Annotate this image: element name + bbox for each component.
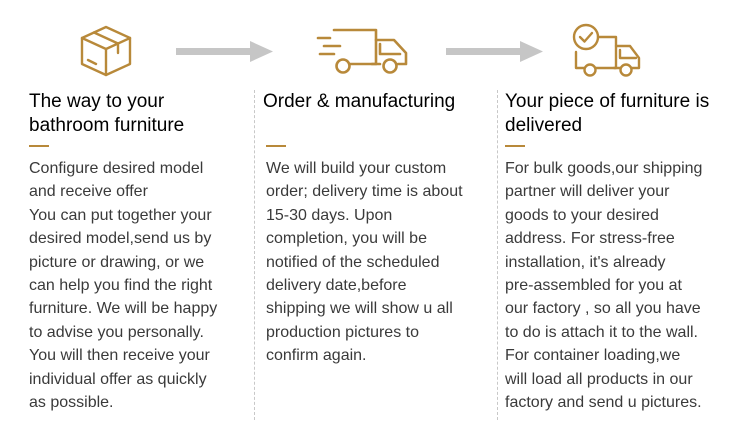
box-icon [80, 25, 132, 77]
arrow-right-icon [176, 41, 273, 62]
step-title: Order & manufacturing [263, 91, 456, 112]
step-column-3: Your piece of furniture is delivered For… [505, 90, 745, 411]
delivered-truck-check-icon [572, 23, 641, 77]
step-title: The way to your bathroom furniture [29, 91, 185, 136]
accent-rule [505, 145, 525, 147]
accent-rule [266, 145, 286, 147]
step-description: For bulk goods,our shipping partner will… [505, 160, 703, 412]
step-description: Configure desired model and receive offe… [29, 160, 218, 412]
accent-rule [29, 145, 49, 147]
column-divider [497, 90, 498, 420]
step-description: We will build your custom order; deliver… [266, 160, 463, 365]
step-column-2: Order & manufacturing We will build your… [263, 90, 495, 364]
arrow-right-icon [446, 41, 543, 62]
fast-delivery-truck-icon [316, 28, 408, 74]
column-divider [254, 90, 255, 420]
step-column-1: The way to your bathroom furniture Confi… [29, 90, 249, 411]
step-title: Your piece of furniture is delivered [505, 91, 710, 136]
